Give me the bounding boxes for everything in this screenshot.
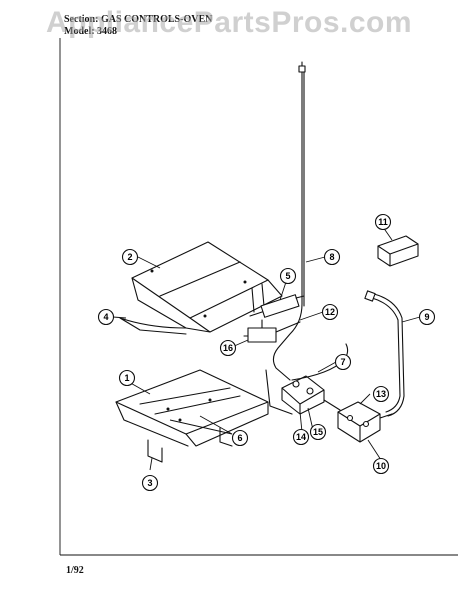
callout-4: 4 bbox=[97, 308, 115, 326]
callout-15: 15 bbox=[309, 423, 327, 441]
callout-12: 12 bbox=[321, 303, 339, 321]
callout-1: 1 bbox=[118, 369, 136, 387]
regulator bbox=[337, 401, 393, 443]
callout-10: 10 bbox=[372, 457, 390, 475]
svg-text:11: 11 bbox=[378, 217, 388, 227]
svg-text:6: 6 bbox=[237, 433, 242, 443]
ignitor bbox=[249, 294, 305, 318]
callout-13: 13 bbox=[372, 385, 390, 403]
callout-7: 7 bbox=[334, 353, 352, 371]
callout-16: 16 bbox=[219, 339, 237, 357]
svg-text:14: 14 bbox=[296, 432, 306, 442]
gas-line bbox=[364, 290, 405, 417]
svg-text:15: 15 bbox=[313, 427, 323, 437]
callout-3: 3 bbox=[141, 474, 159, 492]
svg-text:3: 3 bbox=[147, 478, 152, 488]
callout-8: 8 bbox=[323, 248, 341, 266]
callout-2: 2 bbox=[121, 248, 139, 266]
svg-text:13: 13 bbox=[376, 389, 386, 399]
callout-6: 6 bbox=[231, 429, 249, 447]
svg-text:12: 12 bbox=[325, 307, 335, 317]
svg-text:7: 7 bbox=[340, 357, 345, 367]
lower-baffle bbox=[115, 369, 269, 463]
svg-text:4: 4 bbox=[103, 312, 108, 322]
svg-text:8: 8 bbox=[329, 252, 334, 262]
svg-text:9: 9 bbox=[424, 312, 429, 322]
callout-5: 5 bbox=[279, 267, 297, 285]
orifice-kit bbox=[377, 235, 419, 267]
model-label: Model: 3468 bbox=[64, 26, 118, 37]
callout-11: 11 bbox=[374, 213, 392, 231]
upper-baffle bbox=[119, 241, 283, 335]
svg-text:5: 5 bbox=[285, 271, 290, 281]
valve-assembly bbox=[265, 369, 341, 415]
svg-text:10: 10 bbox=[376, 461, 386, 471]
callout-14: 14 bbox=[292, 428, 310, 446]
section-label: Section: GAS CONTROLS-OVEN bbox=[64, 14, 213, 25]
gas-tube bbox=[272, 61, 306, 381]
svg-text:16: 16 bbox=[223, 343, 233, 353]
page-number: 1/92 bbox=[66, 565, 84, 576]
svg-text:1: 1 bbox=[124, 373, 129, 383]
callout-9: 9 bbox=[418, 308, 436, 326]
svg-text:2: 2 bbox=[127, 252, 132, 262]
burner-bracket bbox=[243, 319, 301, 343]
